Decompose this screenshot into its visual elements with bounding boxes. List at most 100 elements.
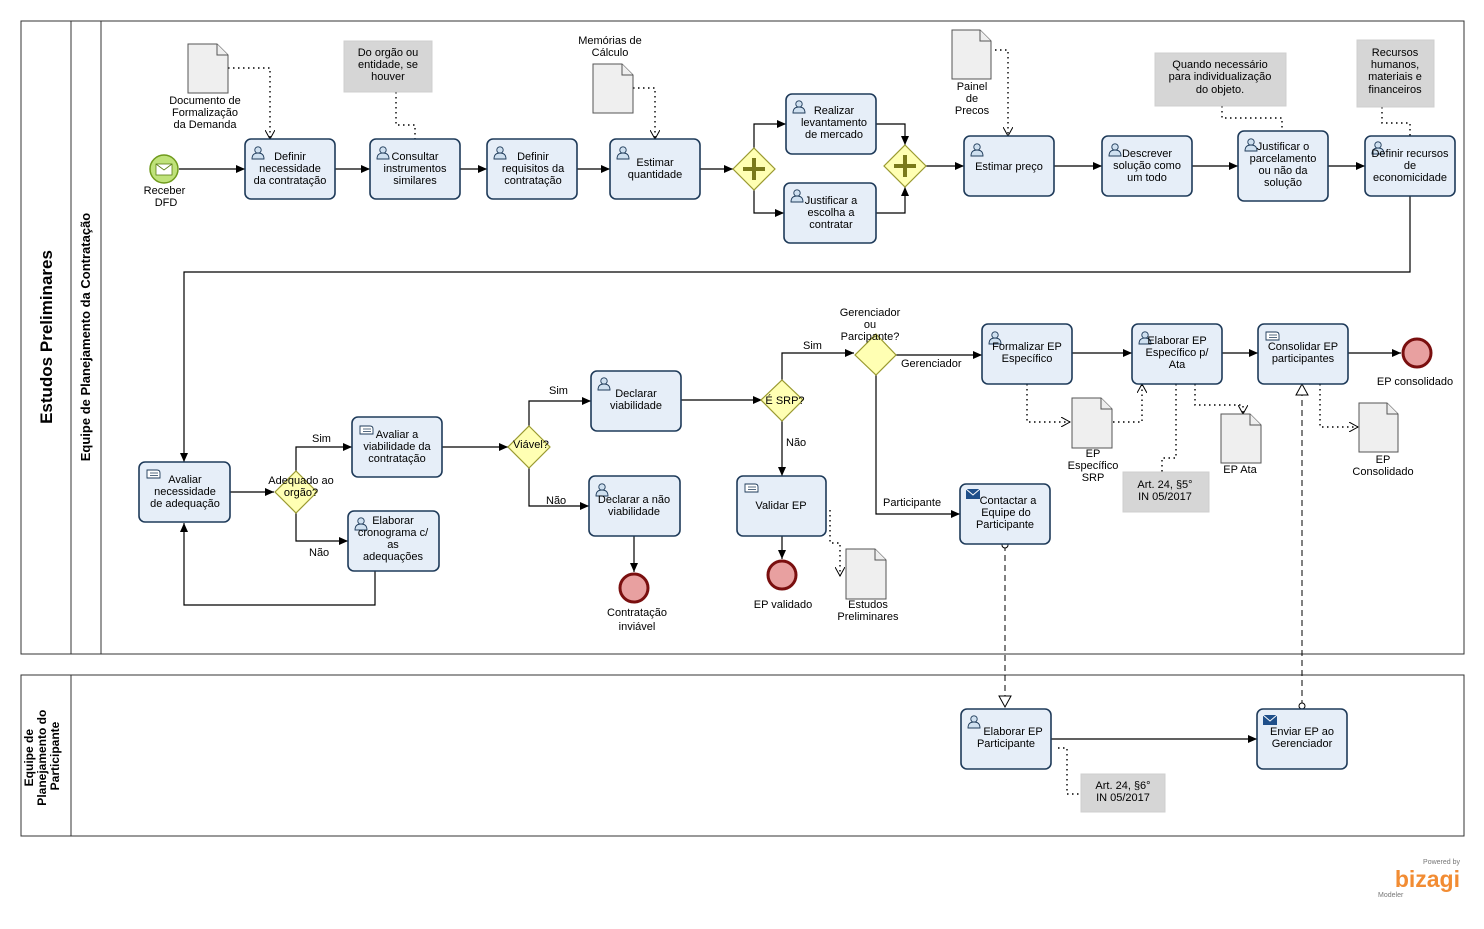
- svg-text:Não: Não: [546, 495, 566, 507]
- message-flows: [998, 382, 1309, 710]
- task-estimar-preco[interactable]: Estimar preço: [963, 135, 1055, 197]
- gateway-adequado[interactable]: [274, 470, 318, 514]
- end-event-validado-label: EP validado: [754, 599, 813, 611]
- pool-participant: [20, 674, 1465, 837]
- svg-text:Sim: Sim: [803, 340, 822, 352]
- gateway-gerenciador[interactable]: [854, 333, 897, 376]
- end-event-consolidado-label: EP consolidado: [1377, 376, 1453, 388]
- gateway-srp[interactable]: [760, 379, 804, 422]
- svg-text:Sim: Sim: [312, 433, 331, 445]
- document-ep-ata: [1220, 413, 1262, 464]
- document-estudos-preliminares: [845, 548, 887, 600]
- task-validar-ep[interactable]: Validar EP: [736, 475, 827, 537]
- note-art24-6: Art. 24, §6°IN 05/2017: [1080, 773, 1166, 813]
- manual-task-icon: [359, 425, 374, 435]
- pool-main-title: Estudos Preliminares: [37, 250, 56, 424]
- start-event-receber-dfd[interactable]: [149, 154, 179, 184]
- svg-text:Não: Não: [786, 437, 806, 449]
- manual-task-icon: [1265, 331, 1280, 341]
- document-ep-consolidado: [1358, 402, 1399, 453]
- note-art24-5: Art. 24, §5°IN 05/2017: [1122, 471, 1210, 513]
- svg-text:Sim: Sim: [549, 385, 568, 397]
- svg-text:Participante: Participante: [883, 497, 941, 509]
- flow-labels: Sim Não Sim Não Sim Não Gerenciador Part…: [309, 340, 962, 559]
- svg-text:Não: Não: [309, 547, 329, 559]
- modeler-text: Modeler: [1378, 892, 1404, 899]
- manual-task-icon: [146, 469, 161, 479]
- lane-main-title: Equipe de Planejamento da Contratação: [78, 213, 93, 462]
- svg-text:Art. 24, §6°IN 05/2017: Art. 24, §6°IN 05/2017: [1095, 780, 1150, 804]
- pool-participant-title: Equipe de Planejamento do Participante: [22, 706, 62, 805]
- parallel-gateway-join[interactable]: [883, 144, 927, 188]
- pool-main: [20, 20, 1465, 655]
- svg-text:Gerenciador: Gerenciador: [901, 358, 962, 370]
- gateway-viavel[interactable]: [507, 425, 551, 469]
- associations: [228, 49, 1411, 795]
- logo-text: bizagi: [1395, 866, 1460, 892]
- document-memorias-calculo: [592, 63, 634, 114]
- svg-text:Validar EP: Validar EP: [755, 500, 806, 512]
- bizagi-logo: Powered by bizagi Modeler: [1378, 859, 1460, 899]
- end-event-ep-consolidado[interactable]: [1401, 337, 1433, 369]
- document-ep-ata-label: EP Ata: [1223, 464, 1257, 476]
- end-event-ep-validado[interactable]: [766, 559, 798, 591]
- parallel-gateway-split[interactable]: [732, 147, 776, 191]
- document-formalizacao-demanda: [187, 43, 229, 94]
- end-event-contratacao-inviavel[interactable]: [618, 572, 650, 604]
- svg-text:Estimar preço: Estimar preço: [975, 161, 1043, 173]
